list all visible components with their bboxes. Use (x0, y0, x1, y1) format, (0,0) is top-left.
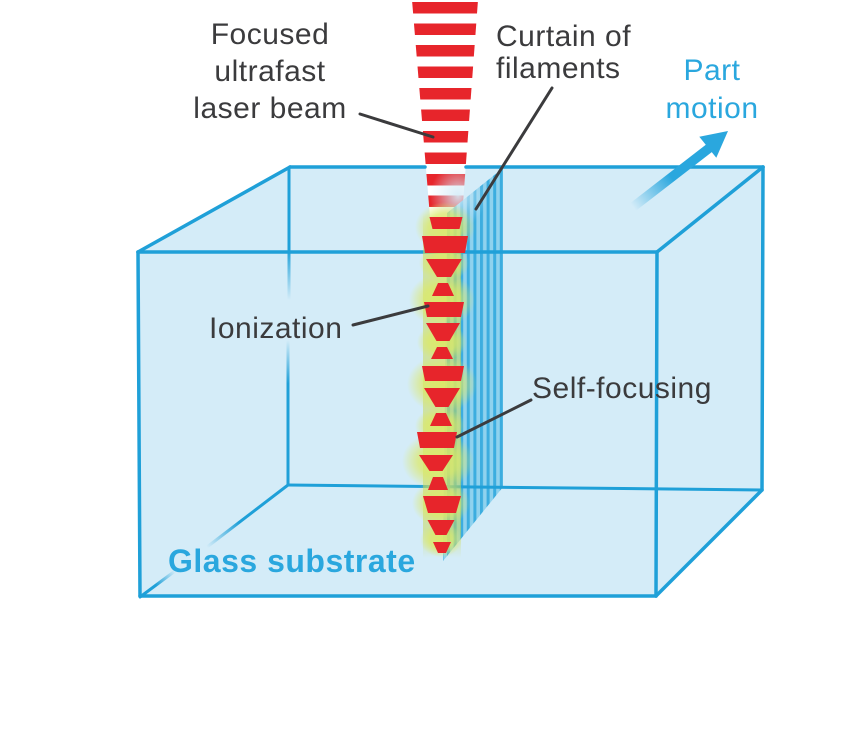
glass-edge-back-right (760, 165, 765, 492)
beam-segment (432, 283, 454, 296)
beam-segment (417, 432, 457, 448)
label-focused-line2: ultrafast (214, 55, 325, 88)
beam-segment (422, 236, 468, 253)
label-part-motion-line2: motion (665, 92, 758, 125)
beam-segment (419, 455, 453, 471)
arrow-shaft (630, 143, 713, 211)
glass-edge-front-right (654, 250, 659, 598)
glow-blob (420, 523, 462, 557)
beam-segment (424, 302, 464, 317)
leader-line-ionization (351, 304, 430, 327)
beam-segment (429, 217, 463, 229)
part-motion-arrow-icon (630, 131, 728, 211)
beam-segment (422, 366, 464, 381)
beam-segment (423, 496, 461, 513)
beam-segment (426, 323, 460, 341)
glass-box-edges (136, 165, 765, 599)
arrow-head (699, 131, 728, 158)
glass-front-face (138, 252, 657, 596)
leader-line-curtain (474, 86, 554, 211)
label-focused-line3: laser beam (193, 92, 346, 125)
label-curtain-line2: filaments (496, 52, 621, 85)
beam-segment (430, 413, 452, 426)
laser-beam-inside-glass (417, 217, 468, 553)
beam-stripe (412, 66, 478, 78)
beam-stripe (412, 131, 478, 143)
beam-stripe (412, 109, 478, 121)
label-curtain-line1: Curtain of (496, 20, 631, 53)
glow-blob (417, 323, 467, 361)
dark-labels: Focused ultrafast laser beam Curtain of … (193, 18, 712, 405)
glow-blob (409, 273, 475, 327)
beam-segment (426, 259, 462, 277)
label-self-focusing: Self-focusing (532, 372, 712, 405)
beam-segment (433, 542, 451, 553)
glass-edge-front-left (136, 250, 142, 598)
beam-stripe (412, 88, 478, 100)
beam-segment (428, 477, 448, 490)
glass-edge-back-bottom (286, 483, 764, 492)
label-focused-line1: Focused (211, 18, 330, 51)
leader-lines (351, 86, 554, 439)
label-glass-substrate: Glass substrate (168, 543, 416, 579)
beam-stripe (412, 152, 478, 164)
glass-edge-top-right-diagonal (655, 165, 765, 254)
beam-segment (431, 347, 453, 359)
glass-edge-bottom-right-diagonal (654, 488, 764, 598)
beam-segment (427, 520, 455, 535)
label-ionization: Ionization (209, 312, 342, 345)
label-part-motion-line1: Part (683, 54, 740, 87)
glass-edge-top-left-diagonal (136, 165, 292, 254)
leader-line-laser-beam (358, 112, 435, 139)
glass-edge-bottom-left-diagonal-lower (138, 569, 177, 599)
beam-stripe (412, 2, 478, 14)
beam-stripe (412, 23, 478, 35)
leader-line-self-focusing (455, 398, 533, 439)
glass-edge-bottom-left-diagonal-upper (205, 483, 290, 549)
beam-stripe (412, 45, 478, 57)
beam-segment (424, 388, 460, 407)
blue-labels: Part motion Glass substrate (168, 54, 758, 579)
